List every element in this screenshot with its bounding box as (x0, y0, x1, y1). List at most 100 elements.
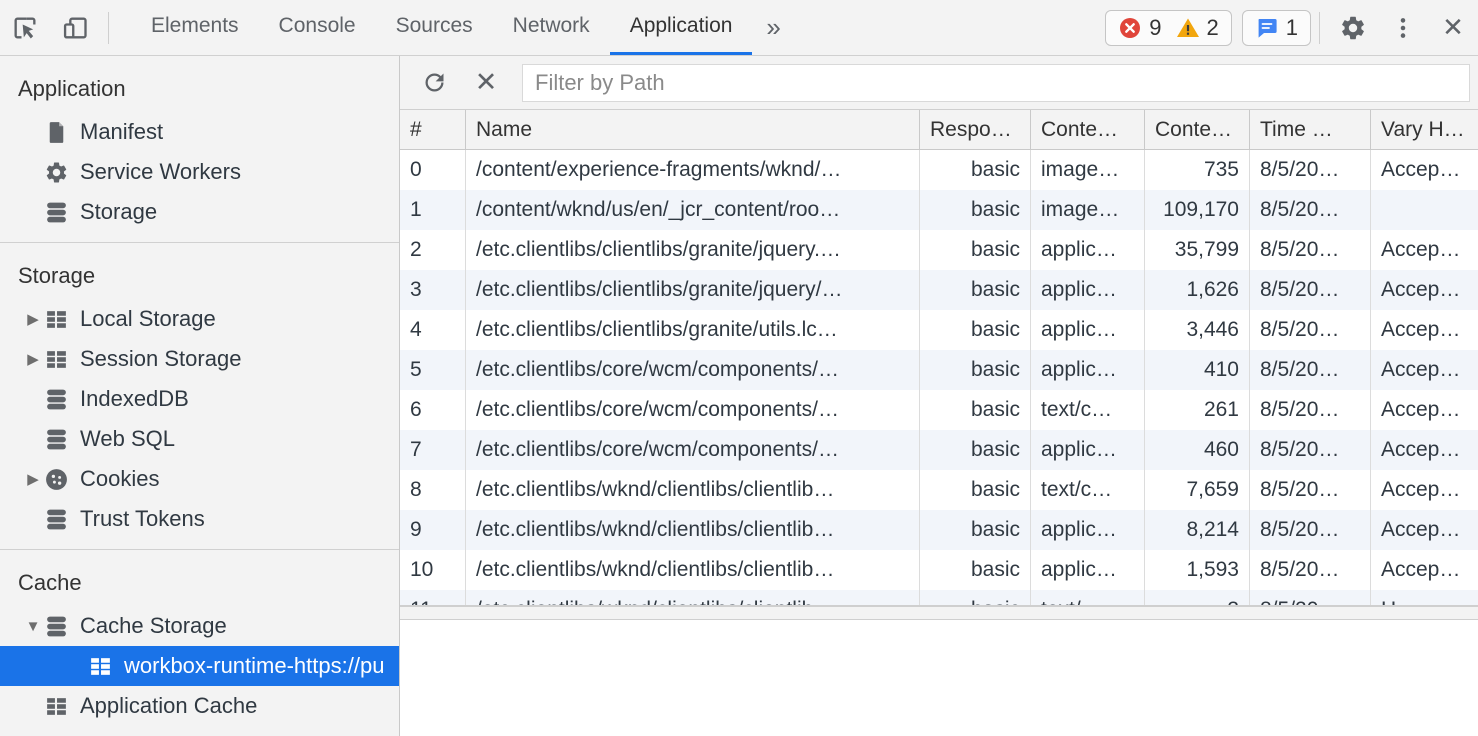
sidebar-item-label: workbox-runtime-https://pu (124, 653, 385, 678)
cell-content-type: text/c… (1031, 470, 1145, 510)
cell-index: 5 (400, 350, 466, 390)
collapse-arrow-icon[interactable]: ▼ (25, 617, 41, 635)
more-tabs-icon[interactable]: » (766, 12, 781, 42)
table-row[interactable]: 6/etc.clientlibs/core/wcm/components/…ba… (400, 390, 1478, 430)
close-icon[interactable]: ✕ (1442, 12, 1464, 42)
sidebar-item-indexeddb[interactable]: IndexedDB (0, 379, 399, 419)
table-row[interactable]: 8/etc.clientlibs/wknd/clientlibs/clientl… (400, 470, 1478, 510)
cell-index: 10 (400, 550, 466, 590)
panel-tabs: Elements Console Sources Network Applica… (131, 0, 753, 55)
tab-elements[interactable]: Elements (151, 14, 239, 37)
table-row[interactable]: 1/content/wknd/us/en/_jcr_content/roo…ba… (400, 190, 1478, 230)
tab-application[interactable]: Application (609, 0, 753, 55)
cell-response-type: basic (920, 350, 1031, 390)
sidebar-item-label: Application Cache (80, 693, 258, 718)
column-header-index[interactable]: # (400, 110, 466, 149)
cell-content-type: applic… (1031, 270, 1145, 310)
section-title: Application (18, 76, 126, 101)
inspect-icon[interactable] (8, 11, 42, 45)
sidebar-item-cache-storage[interactable]: ▼ Cache Storage (0, 606, 399, 646)
cell-content-type: applic… (1031, 510, 1145, 550)
table-row[interactable]: 7/etc.clientlibs/core/wcm/components/…ba… (400, 430, 1478, 470)
table-row[interactable]: 0/content/experience-fragments/wknd/…bas… (400, 150, 1478, 190)
cell-content-length: 3 (1145, 590, 1250, 605)
sidebar-item-label: Local Storage (80, 306, 216, 331)
filter-by-path-input[interactable] (522, 63, 1470, 102)
refresh-icon[interactable] (416, 65, 452, 101)
cell-response-type: basic (920, 470, 1031, 510)
horizontal-scrollbar[interactable] (400, 605, 1478, 620)
table-row[interactable]: 4/etc.clientlibs/clientlibs/granite/util… (400, 310, 1478, 350)
sidebar-item-manifest[interactable]: Manifest (0, 112, 399, 152)
clear-icon[interactable]: ✕ (474, 67, 498, 97)
cell-vary-header: Accep… (1381, 398, 1461, 421)
expand-arrow-icon[interactable]: ▶ (27, 351, 39, 368)
column-header-content-length[interactable]: Conte… (1145, 110, 1250, 149)
cell-index: 2 (400, 230, 466, 270)
error-badge[interactable]: 9 (1118, 15, 1162, 41)
device-toolbar-icon[interactable] (58, 11, 92, 45)
table-row[interactable]: 3/etc.clientlibs/clientlibs/granite/jque… (400, 270, 1478, 310)
sidebar-item-session-storage[interactable]: ▶ Session Storage (0, 339, 399, 379)
cell-content-type: applic… (1031, 430, 1145, 470)
cell-time-cached: 8/5/20… (1250, 590, 1371, 605)
tab-network[interactable]: Network (512, 14, 590, 37)
sidebar-item-cookies[interactable]: ▶ Cookies (0, 459, 399, 499)
cell-vary-header: Accep… (1381, 518, 1461, 541)
cell-name: /etc.clientlibs/wknd/clientlibs/clientli… (466, 590, 920, 605)
messages-badge-group[interactable]: 1 (1241, 9, 1311, 46)
cell-response-type: basic (920, 270, 1031, 310)
cache-toolbar: ✕ (400, 56, 1478, 110)
sidebar-item-workbox-runtime-cache[interactable]: workbox-runtime-https://pu (0, 646, 399, 686)
column-header-vary-header[interactable]: Vary H… (1381, 118, 1465, 141)
cell-time-cached: 8/5/20… (1250, 270, 1371, 310)
database-icon (44, 199, 70, 225)
sidebar-item-storage[interactable]: Storage (0, 192, 399, 232)
kebab-menu-icon[interactable] (1386, 11, 1420, 45)
cell-time-cached: 8/5/20… (1250, 150, 1371, 190)
cell-content-type: text/… (1031, 590, 1145, 605)
sidebar-item-label: Session Storage (80, 346, 242, 371)
cell-response-type: basic (920, 590, 1031, 605)
sidebar-item-local-storage[interactable]: ▶ Local Storage (0, 299, 399, 339)
database-icon (44, 386, 70, 412)
cell-vary-header (1371, 190, 1478, 230)
expand-arrow-icon[interactable]: ▶ (27, 471, 39, 488)
cell-response-type: basic (920, 550, 1031, 590)
error-icon (1120, 17, 1141, 38)
cell-name: /etc.clientlibs/core/wcm/components/… (466, 430, 920, 470)
cell-content-length: 735 (1145, 150, 1250, 190)
expand-arrow-icon[interactable]: ▶ (27, 311, 39, 328)
sidebar-item-label: Manifest (80, 119, 164, 144)
sidebar-item-web-sql[interactable]: Web SQL (0, 419, 399, 459)
warning-icon (1176, 18, 1199, 37)
warning-count: 2 (1206, 14, 1219, 40)
column-header-response-type[interactable]: Respo… (920, 110, 1031, 149)
sidebar-item-service-workers[interactable]: Service Workers (0, 152, 399, 192)
table-row[interactable]: 11/etc.clientlibs/wknd/clientlibs/client… (400, 590, 1478, 605)
toolbar-divider (108, 11, 109, 44)
cell-name: /content/wknd/us/en/_jcr_content/roo… (466, 190, 920, 230)
table-row[interactable]: 5/etc.clientlibs/core/wcm/components/…ba… (400, 350, 1478, 390)
table-row[interactable]: 9/etc.clientlibs/wknd/clientlibs/clientl… (400, 510, 1478, 550)
tab-sources[interactable]: Sources (395, 14, 473, 37)
column-header-name[interactable]: Name (466, 110, 920, 149)
table-row[interactable]: 10/etc.clientlibs/wknd/clientlibs/client… (400, 550, 1478, 590)
sidebar-item-trust-tokens[interactable]: Trust Tokens (0, 499, 399, 539)
table-icon (44, 693, 70, 719)
column-header-time-cached[interactable]: Time … (1250, 110, 1371, 149)
sidebar-item-application-cache[interactable]: Application Cache (0, 686, 399, 726)
message-badge[interactable]: 1 (1255, 15, 1298, 41)
cell-name: /content/experience-fragments/wknd/… (466, 150, 920, 190)
issues-badge-group[interactable]: 9 2 (1105, 9, 1232, 46)
cell-name: /etc.clientlibs/core/wcm/components/… (466, 350, 920, 390)
application-sidebar: Application Manifest Service Workers (0, 56, 400, 736)
warning-badge[interactable]: 2 (1176, 15, 1219, 41)
tab-console[interactable]: Console (278, 14, 356, 37)
cell-index: 7 (400, 430, 466, 470)
table-row[interactable]: 2/etc.clientlibs/clientlibs/granite/jque… (400, 230, 1478, 270)
column-header-content-type[interactable]: Conte… (1031, 110, 1145, 149)
settings-gear-icon[interactable] (1336, 11, 1370, 45)
cell-index: 0 (400, 150, 466, 190)
gear-icon (44, 159, 70, 185)
